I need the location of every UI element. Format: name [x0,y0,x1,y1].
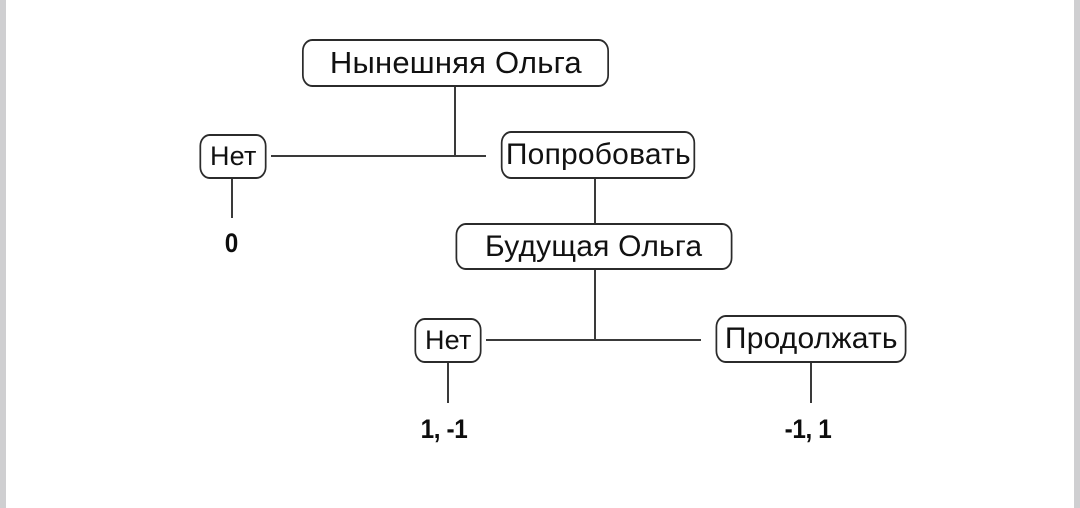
connector-continue-to-payoff [810,363,812,403]
node-continue[interactable]: Продолжать [715,315,907,363]
payoff-left: 0 [224,228,239,258]
connector-try-to-future [594,179,596,224]
node-current-olga[interactable]: Нынешняя Ольга [301,39,610,87]
connector-no-second-to-payoff [447,363,449,403]
connector-no-first-to-payoff [231,179,233,218]
node-current-olga-label: Нынешняя Ольга [329,45,582,80]
node-no-second[interactable]: Нет [414,318,482,363]
connector-level1-horizontal [271,155,486,157]
node-no-first-label: Нет [209,141,257,171]
payoff-right: -1, 1 [784,414,832,444]
node-try-label: Попробовать [505,138,691,171]
connector-level2-horizontal [486,339,701,341]
connector-future-to-level2 [594,270,596,340]
page-edge-band-right [1074,0,1080,508]
node-try[interactable]: Попробовать [500,131,696,179]
node-future-olga[interactable]: Будущая Ольга [455,223,733,270]
page-edge-band-left [0,0,6,508]
connector-root-to-level1 [454,87,456,157]
node-no-second-label: Нет [424,325,472,355]
node-no-first[interactable]: Нет [199,134,267,179]
payoff-middle: 1, -1 [420,414,468,444]
node-future-olga-label: Будущая Ольга [485,229,703,263]
node-continue-label: Продолжать [724,322,898,355]
